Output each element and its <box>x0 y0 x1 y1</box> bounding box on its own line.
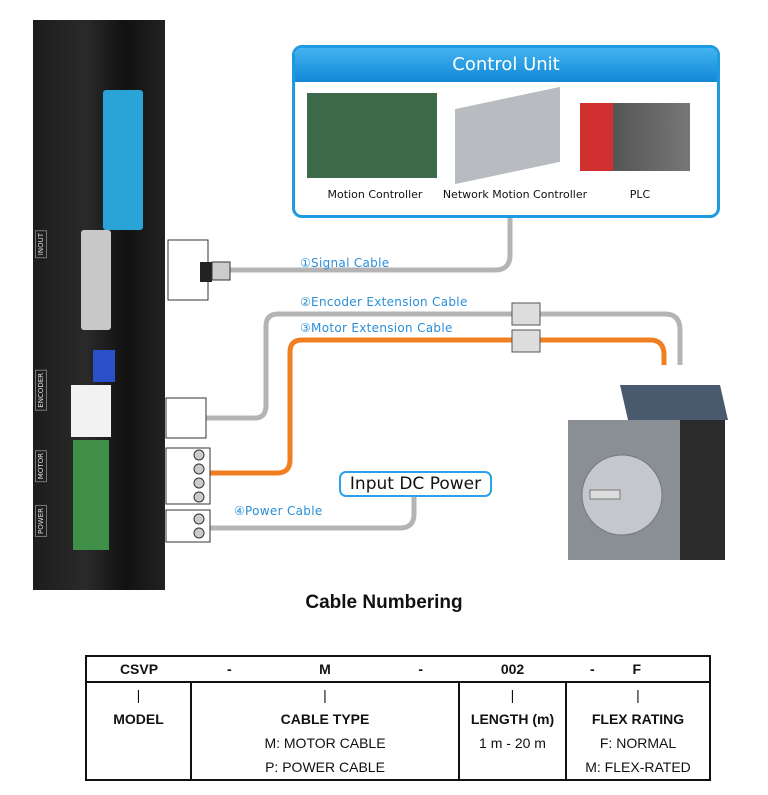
encoder-connector <box>71 385 111 437</box>
column-heading: LENGTH (m) <box>470 711 555 727</box>
column-heading: MODEL <box>113 711 164 727</box>
option: M: MOTOR CABLE <box>264 735 386 751</box>
motor-cable <box>210 337 667 476</box>
option: P: POWER CABLE <box>265 759 385 775</box>
code-dash: - <box>418 661 423 677</box>
column-cable-type: | CABLE TYPE M: MOTOR CABLE P: POWER CAB… <box>190 681 460 781</box>
marker: | <box>323 687 327 703</box>
code-flex-cell: - F <box>566 655 711 683</box>
option: F: NORMAL <box>599 735 677 751</box>
signal-cable-label: ①Signal Cable <box>300 256 390 270</box>
encoder-cable <box>205 311 683 421</box>
cable-diagram <box>165 218 728 560</box>
network-motion-controller-label: Network Motion Controller <box>442 188 588 201</box>
control-unit-title: Control Unit <box>295 48 717 82</box>
column-model: | MODEL <box>85 681 192 781</box>
encoder-joint <box>511 302 541 326</box>
column-heading: CABLE TYPE <box>280 711 370 727</box>
column-length: | LENGTH (m) 1 m - 20 m <box>458 681 567 781</box>
column-heading: FLEX RATING <box>591 711 685 727</box>
marker: | <box>510 687 515 703</box>
option: M: FLEX-RATED <box>585 759 691 775</box>
code-dash: - <box>227 661 232 677</box>
code-dash: - <box>590 661 595 677</box>
motion-controller-image <box>307 93 437 178</box>
power-plug <box>165 509 211 543</box>
signal-connector <box>167 239 231 301</box>
input-dc-power-label: Input DC Power <box>339 471 492 497</box>
code-row: CSVP - M - 002 - F <box>85 655 711 683</box>
motor-joint <box>511 329 541 353</box>
blue-connector <box>93 350 115 382</box>
code-type: M <box>319 661 331 677</box>
encoder-plug <box>165 397 207 439</box>
code-length: 002 <box>459 655 566 683</box>
plc-image <box>580 103 690 171</box>
stepper-motor <box>568 385 728 560</box>
signal-cable <box>230 218 513 273</box>
cable-numbering-table: CSVP - M - 002 - F | MODEL | CABLE TYPE … <box>85 655 711 781</box>
motor-cable-label: ③Motor Extension Cable <box>300 321 453 335</box>
motion-controller-label: Motion Controller <box>327 188 423 201</box>
encoder-cable-label: ②Encoder Extension Cable <box>300 295 468 309</box>
control-unit-panel: Control Unit Motion Controller Network M… <box>292 45 720 218</box>
description-row: | MODEL | CABLE TYPE M: MOTOR CABLE P: P… <box>85 681 711 781</box>
motor-plug <box>165 447 211 505</box>
code-type-cell: - M - <box>191 655 459 683</box>
motor-power-terminals <box>73 440 109 550</box>
power-cable-label: ④Power Cable <box>234 504 323 518</box>
marker: | <box>636 687 640 703</box>
code-model: CSVP <box>85 655 191 683</box>
servo-driver: INOUT ENCODER MOTOR POWER <box>33 20 165 590</box>
marker: | <box>136 687 141 703</box>
option: 1 m - 20 m <box>479 735 546 751</box>
column-flex-rating: | FLEX RATING F: NORMAL M: FLEX-RATED <box>565 681 711 781</box>
network-motion-controller-image <box>455 86 560 185</box>
inout-connector <box>81 230 111 330</box>
plc-label: PLC <box>629 188 651 201</box>
code-flex: F <box>632 661 642 677</box>
rotary-switches <box>103 90 143 230</box>
power-cable <box>210 497 417 531</box>
cable-numbering-title: Cable Numbering <box>305 592 463 613</box>
